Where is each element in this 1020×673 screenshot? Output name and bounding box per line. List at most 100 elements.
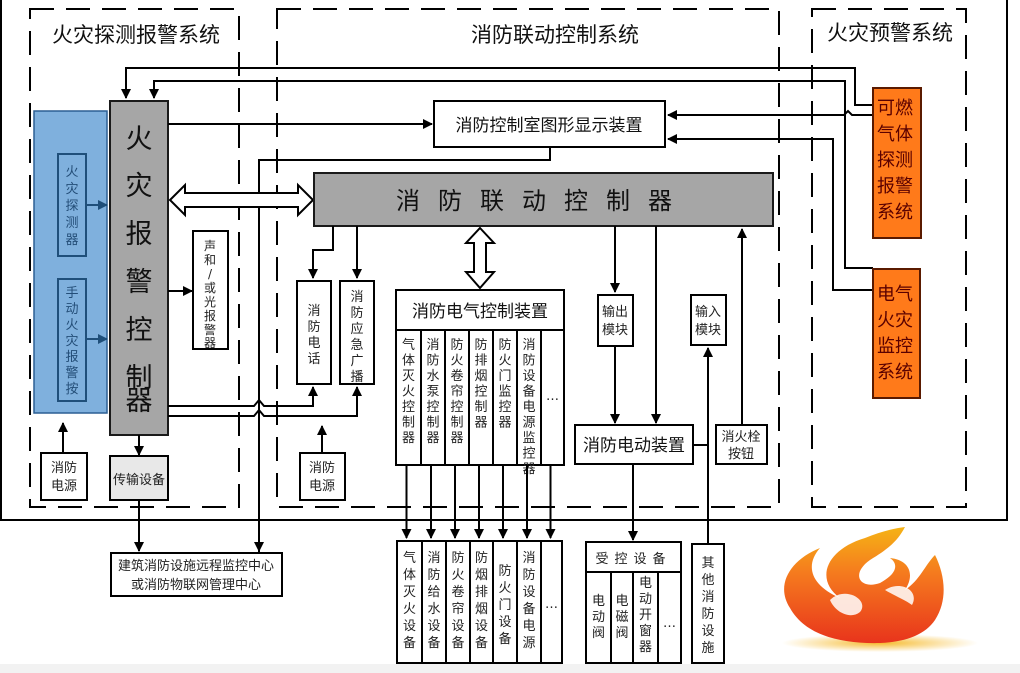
line-electric-to-controller: [149, 80, 873, 269]
svg-text:控: 控: [498, 400, 511, 415]
svg-text:警: 警: [126, 267, 153, 298]
linkage-power-box[interactable]: [299, 452, 346, 501]
svg-text:器: 器: [522, 462, 535, 477]
svg-text:帘: 帘: [451, 601, 464, 617]
svg-text:防: 防: [701, 606, 714, 622]
electrical-fire-box[interactable]: [872, 268, 921, 399]
svg-text:器: 器: [65, 233, 78, 248]
svg-text:器: 器: [426, 431, 439, 446]
graphic-display-box[interactable]: [433, 100, 666, 148]
controlled-equipment-title: 受控设备: [595, 551, 671, 567]
equipment-row-frame: [396, 540, 563, 664]
svg-text:备: 备: [522, 601, 535, 617]
detection-power-label: 消防: [51, 460, 77, 476]
svg-text:烟: 烟: [475, 602, 488, 617]
svg-text:火: 火: [126, 124, 153, 155]
remote-center-box[interactable]: [110, 552, 283, 597]
svg-text:动: 动: [592, 610, 605, 625]
svg-text:火: 火: [403, 602, 416, 617]
svg-text:火: 火: [65, 165, 78, 180]
svg-text:控: 控: [474, 385, 487, 400]
svg-text:和: 和: [204, 253, 216, 267]
ellipsis: …: [545, 597, 558, 612]
input-module-box[interactable]: [690, 294, 727, 346]
svg-text:电: 电: [522, 619, 535, 634]
svg-text:消: 消: [522, 551, 535, 566]
ellipsis: …: [546, 389, 559, 404]
emergency-broadcast-box[interactable]: [339, 280, 375, 385]
svg-text:卷: 卷: [450, 368, 463, 384]
fire-phone-box[interactable]: [296, 280, 332, 385]
svg-text:门: 门: [498, 369, 511, 384]
svg-text:火灾: 火灾: [877, 310, 913, 331]
svg-text:备: 备: [451, 635, 464, 651]
section-linkage-frame: [276, 8, 780, 508]
linkage-controller[interactable]: [313, 172, 774, 227]
svg-text:施: 施: [701, 641, 714, 656]
svg-text:器: 器: [126, 386, 153, 417]
arrow-linkage-to-phone: [308, 226, 334, 279]
svg-text:防: 防: [475, 550, 488, 566]
electrical-fire-label: 电气 火灾 监控 系统: [877, 284, 913, 383]
line-display-to-remote: [258, 147, 551, 568]
other-facilities-box[interactable]: [691, 543, 725, 664]
hydrant-button-label: 消火栓: [721, 430, 760, 445]
section-title-warning: 火灾预警系统: [827, 21, 953, 45]
controlled-equipment-item-label: 电动阀: [592, 594, 605, 641]
svg-text:气体: 气体: [877, 124, 913, 145]
section-title-detection: 火灾探测报警系统: [52, 23, 220, 47]
svg-text:器: 器: [450, 431, 463, 446]
svg-text:警: 警: [204, 322, 216, 337]
svg-text:防: 防: [426, 353, 439, 369]
svg-text:排: 排: [474, 354, 487, 369]
svg-text:防: 防: [522, 567, 535, 583]
arrow-controller-to-broadcast: [168, 386, 362, 417]
svg-text:灾: 灾: [65, 333, 78, 349]
svg-text:电源: 电源: [309, 479, 335, 494]
emergency-broadcast-label: 消 防 应 急 广 播: [350, 290, 363, 385]
svg-text:器: 器: [474, 416, 487, 431]
electric-control-unit-frame[interactable]: [395, 289, 565, 466]
svg-text:阀: 阀: [615, 626, 628, 641]
svg-text:广: 广: [350, 354, 363, 369]
svg-text:控: 控: [402, 400, 415, 415]
svg-text:备: 备: [403, 635, 416, 651]
alarm-device-box[interactable]: [192, 230, 229, 350]
svg-text:卷: 卷: [451, 584, 464, 600]
gas-detection-box[interactable]: [872, 87, 922, 239]
line-gas-to-display: [667, 109, 873, 120]
electric-actuator-label: 消防电动装置: [583, 436, 685, 456]
detection-power-box[interactable]: [40, 452, 88, 501]
svg-text:声: 声: [204, 239, 216, 253]
gas-detection-label: 可燃 气体 探测 报警 系统: [877, 98, 913, 223]
line-gas-to-controller: [121, 67, 873, 106]
svg-text:探: 探: [65, 199, 78, 214]
hydrant-button-box[interactable]: [715, 424, 768, 465]
svg-text:动: 动: [65, 302, 78, 317]
svg-text:备: 备: [522, 384, 535, 400]
flame-logo-icon: [782, 527, 978, 652]
svg-text:按: 按: [65, 382, 78, 397]
svg-text:消: 消: [426, 338, 439, 353]
svg-text:电气: 电气: [877, 284, 913, 305]
svg-text:系统: 系统: [877, 202, 913, 223]
line-electric-to-display: [667, 134, 873, 291]
svg-text:制: 制: [450, 416, 463, 431]
fire-alarm-controller[interactable]: [109, 100, 169, 436]
svg-text:或: 或: [204, 281, 216, 295]
svg-text:火: 火: [498, 354, 511, 369]
output-module-box[interactable]: [597, 294, 634, 347]
svg-text:气: 气: [402, 337, 415, 353]
svg-text:水: 水: [427, 602, 440, 617]
svg-text:灾: 灾: [65, 181, 78, 197]
svg-text:动: 动: [639, 592, 652, 607]
svg-text:备: 备: [475, 635, 488, 651]
svg-text:器: 器: [498, 416, 511, 431]
